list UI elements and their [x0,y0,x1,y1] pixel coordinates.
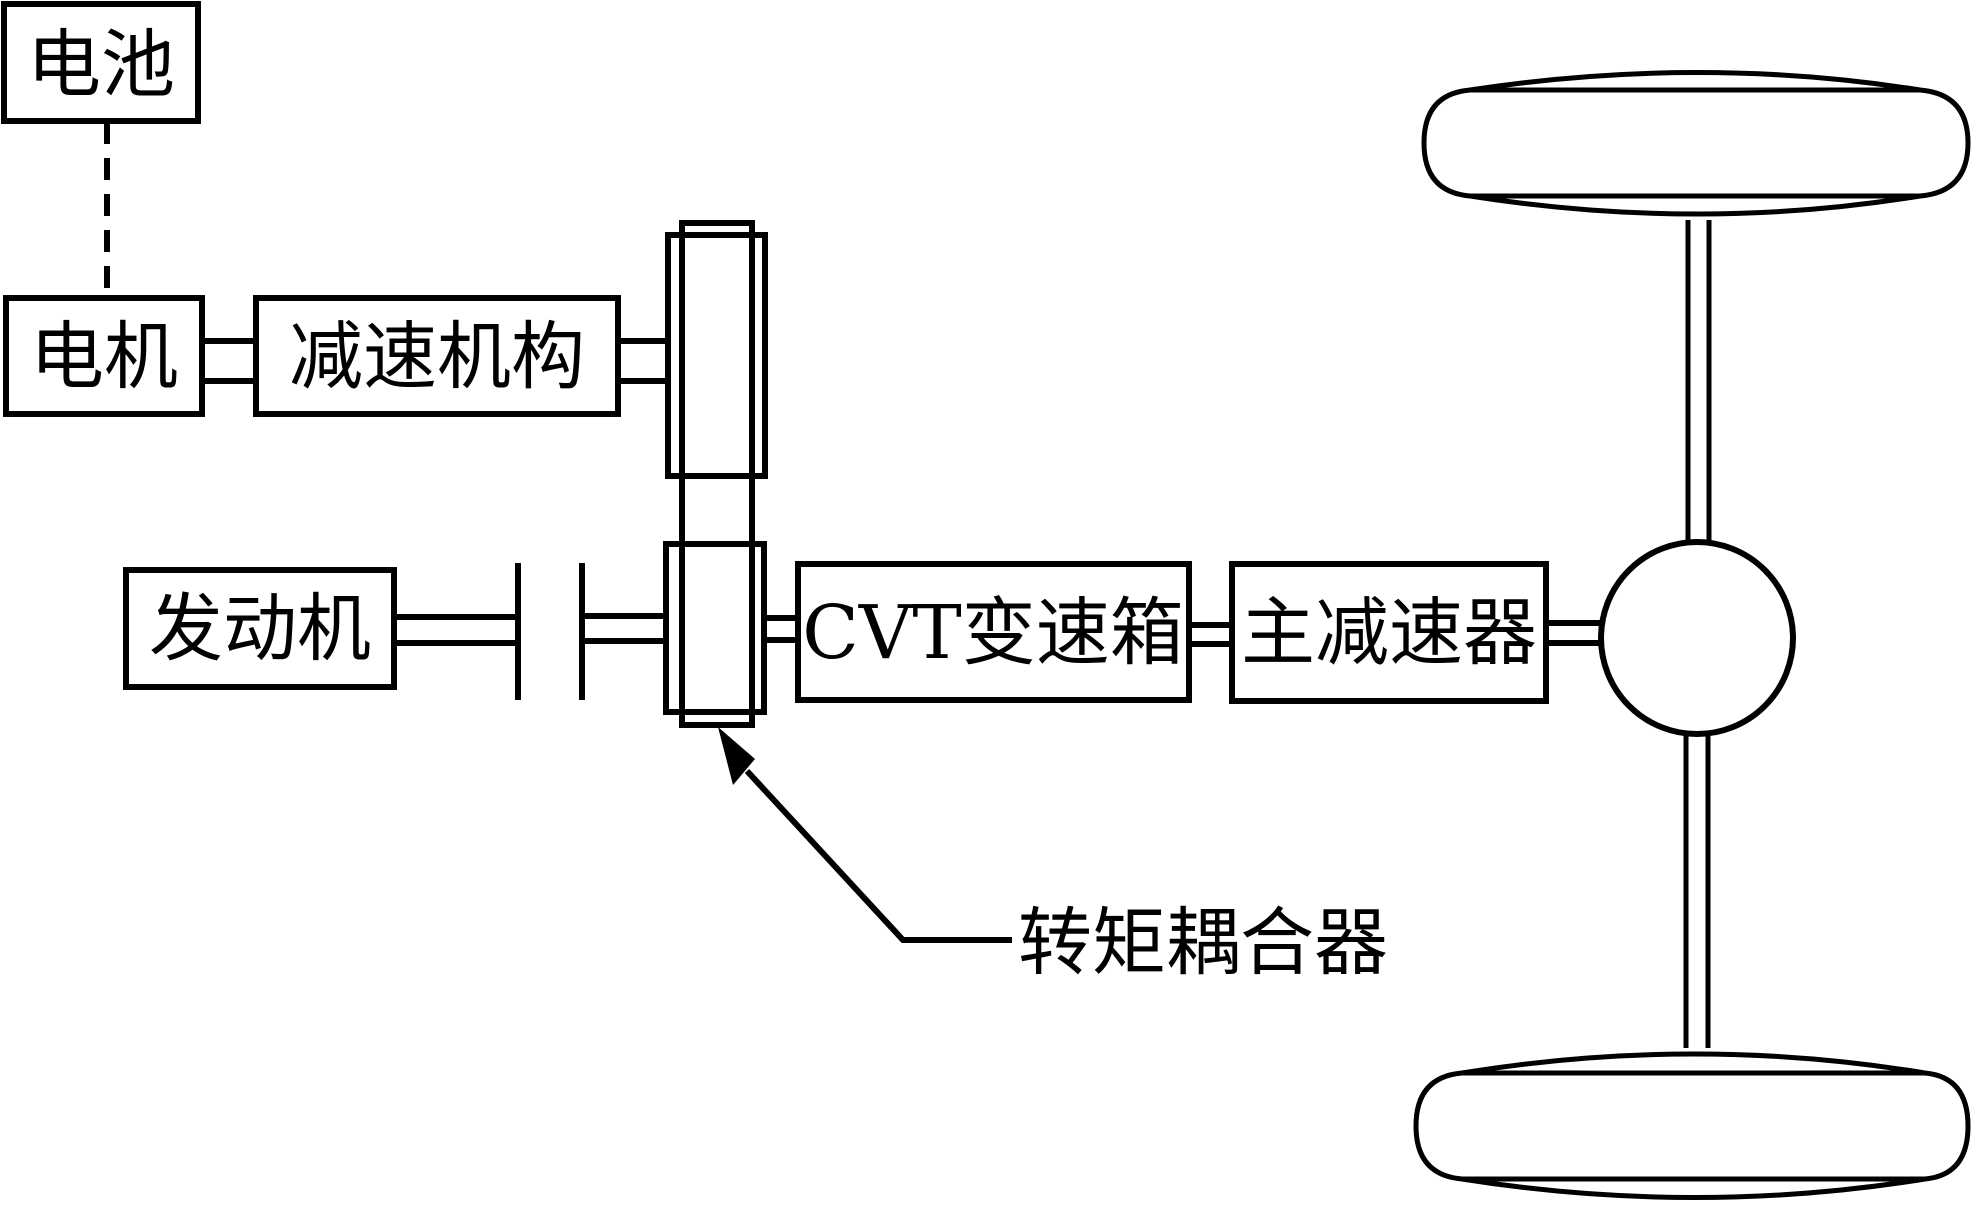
axle-upper [1685,220,1712,543]
torque-coupler-label: 转矩耦合器 [1018,900,1388,986]
motor-block: 电机 [3,295,205,417]
coupler-cvt-shaft [765,615,798,643]
differential [1598,539,1796,737]
final-drive-differential-shaft [1547,620,1602,646]
callout-leader-line [744,768,1012,943]
reduction-mechanism-label: 减速机构 [289,314,585,400]
engine-label: 发动机 [149,586,371,672]
reducer-coupler-shaft [619,338,667,384]
wheel-bottom [1413,1051,1971,1200]
cvt-label: CVT变速箱 [802,590,1183,676]
callout-arrowhead [718,727,755,785]
engine-clutch-shaft [395,614,518,646]
reduction-mechanism-block: 减速机构 [253,295,621,417]
clutch [515,563,585,700]
coupler-lower-gear [663,541,767,715]
battery-block: 电池 [1,1,201,124]
wheel-top [1421,70,1971,217]
torque-coupler [663,220,768,728]
cvt-final-drive-shaft [1190,622,1232,647]
clutch-coupler-shaft [582,613,666,644]
cvt-block: CVT变速箱 [795,561,1192,703]
final-drive-block: 主减速器 [1229,561,1549,704]
coupler-upper-gear [665,232,768,479]
axle-lower [1683,735,1711,1048]
engine-block: 发动机 [123,567,397,690]
final-drive-label: 主减速器 [1241,590,1537,676]
motor-label: 电机 [30,314,178,400]
torque-coupler-callout: 转矩耦合器 [718,727,1388,986]
motor-reducer-shaft [203,338,256,384]
battery-label: 电池 [27,22,175,108]
